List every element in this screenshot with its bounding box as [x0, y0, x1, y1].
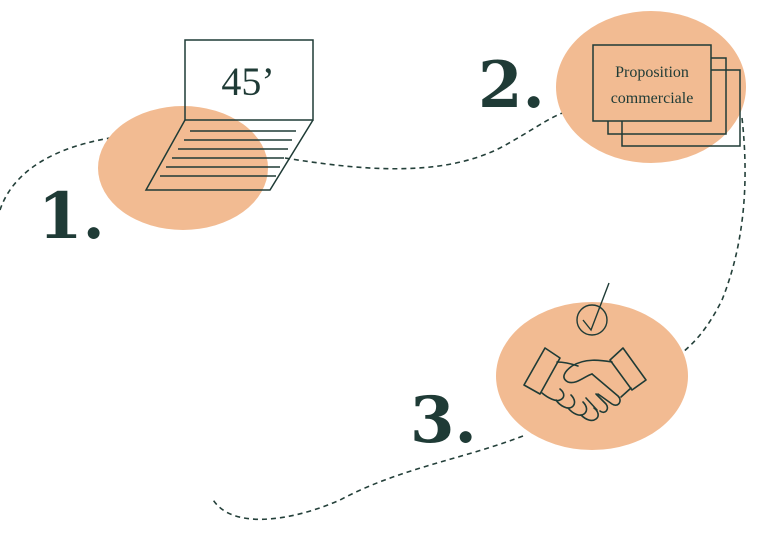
step-number-3: 3.: [410, 383, 477, 458]
step-1: 45’ 1.: [38, 39, 314, 254]
step-2: Proposition commerciale 2.: [478, 11, 746, 163]
laptop-icon: [144, 39, 314, 191]
doc-title-line-1: Proposition: [615, 64, 689, 81]
blob-3: [496, 302, 688, 450]
doc-title-line-2: commerciale: [611, 90, 694, 107]
blob-1: [98, 106, 268, 230]
step-3: 3.: [410, 282, 688, 458]
dashed-path: [0, 111, 746, 521]
laptop-screen-text: 45’: [221, 59, 274, 104]
handshake-icon: [523, 347, 647, 422]
step-number-2: 2.: [478, 48, 545, 123]
path-segment-end: [211, 435, 524, 521]
step-number-1: 1.: [38, 179, 105, 254]
path-segment-start: [0, 137, 111, 211]
checkmark-icon: [576, 282, 610, 336]
documents-icon: [592, 44, 741, 147]
path-segment-1-2: [284, 111, 566, 170]
